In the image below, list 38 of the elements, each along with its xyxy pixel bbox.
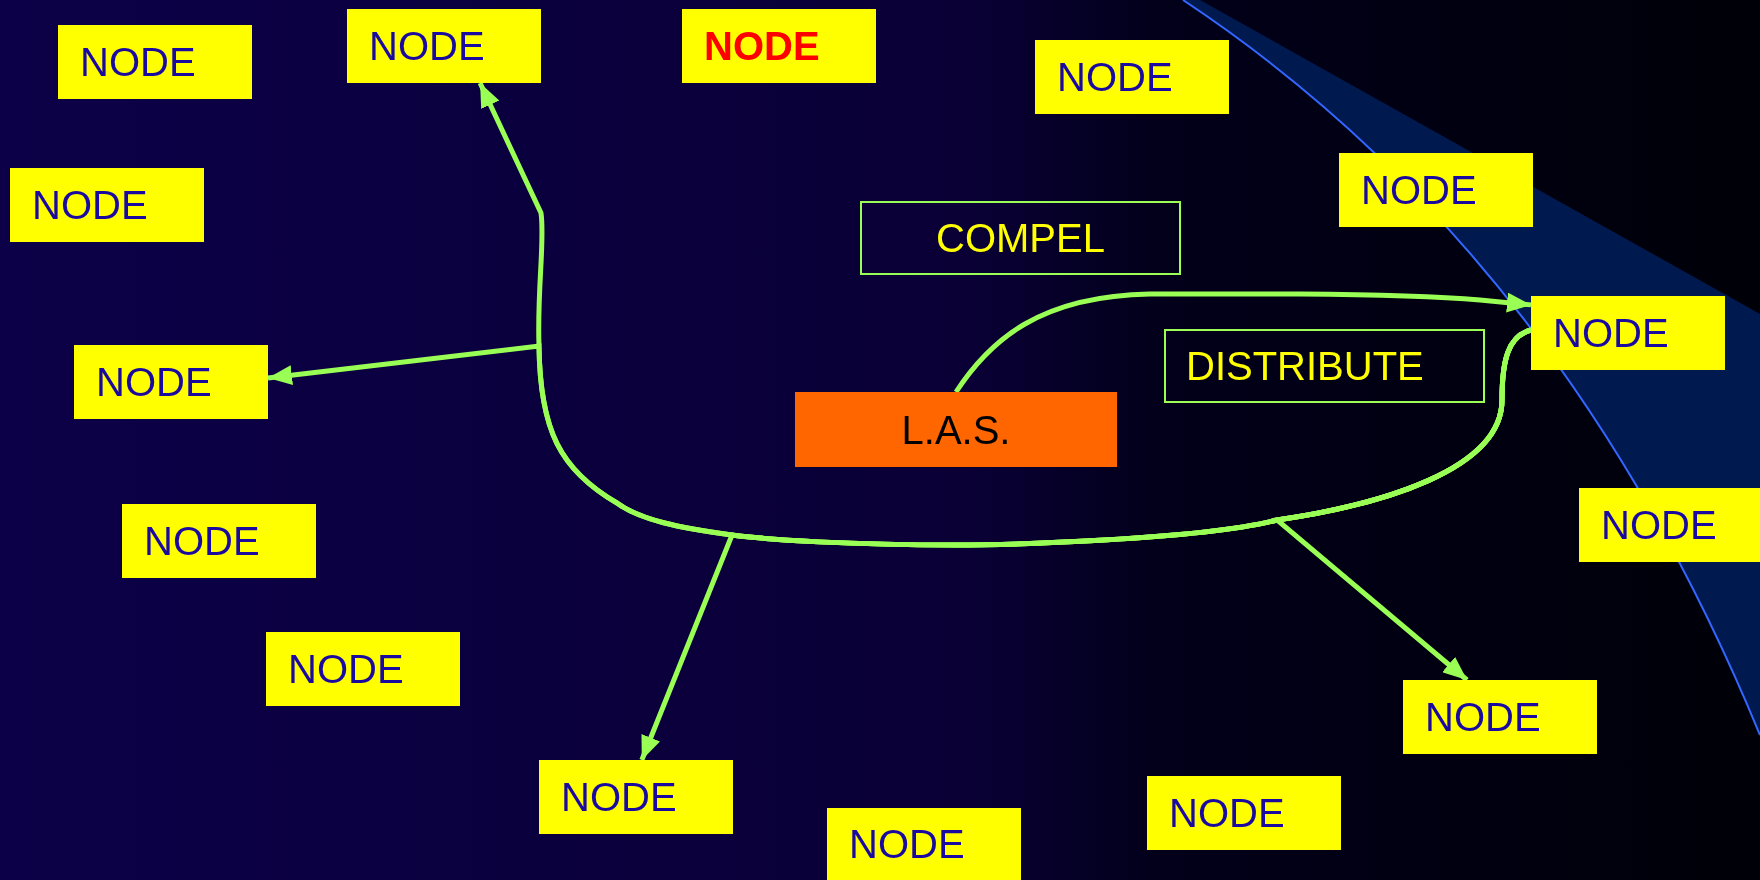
- curved-arrow: [953, 291, 1532, 394]
- node-box: [1164, 329, 1485, 403]
- node-label: NODE: [144, 521, 260, 561]
- node-label: NODE: [561, 777, 677, 817]
- node-label: NODE: [704, 26, 820, 66]
- node-box: [347, 9, 541, 83]
- node-box: [795, 392, 1117, 467]
- node-box: [1339, 153, 1533, 227]
- node-label: NODE: [32, 185, 148, 225]
- node-box: [74, 345, 268, 419]
- node-label: DISTRIBUTE: [1186, 346, 1424, 386]
- node-box: [1531, 296, 1725, 370]
- node-box: [1147, 776, 1341, 850]
- node-label: NODE: [849, 824, 965, 864]
- node-label: NODE: [1361, 170, 1477, 210]
- node-box: [539, 760, 733, 834]
- node-label: NODE: [80, 42, 196, 82]
- node-label: NODE: [1057, 57, 1173, 97]
- node-label: NODE: [1169, 793, 1285, 833]
- node-label: NODE: [1601, 505, 1717, 545]
- node-label: NODE: [1425, 697, 1541, 737]
- node-label: NODE: [1553, 313, 1669, 353]
- node-box: [58, 25, 252, 99]
- node-label: NODE: [96, 362, 212, 402]
- node-box: [827, 808, 1021, 880]
- node-box: [122, 504, 316, 578]
- node-label: NODE: [288, 649, 404, 689]
- node-label: NODE: [369, 26, 485, 66]
- node-box: [860, 201, 1181, 275]
- node-box: [10, 168, 204, 242]
- node-box: [266, 632, 460, 706]
- node-box: [682, 9, 876, 83]
- curved-arrow: [1274, 327, 1532, 682]
- node-box: [1035, 40, 1229, 114]
- node-label: L.A.S.: [901, 409, 1011, 450]
- node-label: COMPEL: [936, 218, 1105, 258]
- node-box: [1403, 680, 1597, 754]
- node-box: [1579, 488, 1760, 562]
